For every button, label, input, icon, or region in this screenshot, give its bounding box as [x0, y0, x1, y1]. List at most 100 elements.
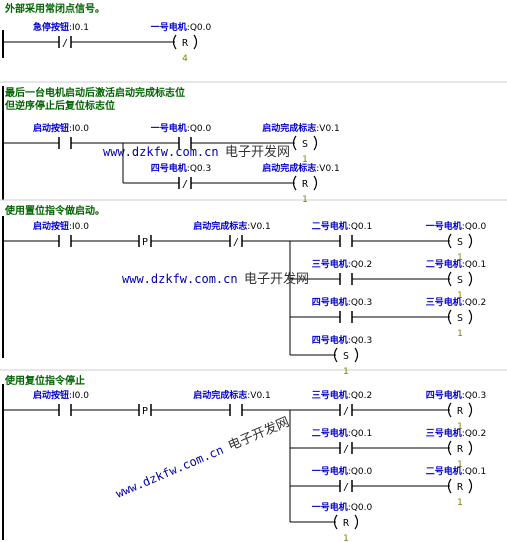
element-label: 启动完成标志:V0.1	[193, 389, 271, 401]
symbol-name: 四号电机	[151, 162, 187, 174]
operand-address: :Q0.0	[187, 23, 212, 33]
coil-paren-right	[468, 233, 473, 249]
coil-paren-right	[468, 271, 473, 287]
n2-m4-element[interactable]: 四号电机:Q0.3/	[151, 162, 211, 190]
n4-start-element[interactable]: 启动按钮:I0.0	[33, 389, 89, 416]
n2-flag-reset-element[interactable]: 启动完成标志:V0.1R1	[262, 162, 340, 205]
n3-m4c-element[interactable]: 四号电机:Q0.3	[312, 296, 372, 323]
watermark-url: www.dzkfw.com.cn	[114, 443, 226, 501]
symbol-name: 一号电机	[151, 21, 187, 33]
positive-edge-icon: P	[142, 237, 148, 248]
element-label: 四号电机:Q0.3	[151, 162, 211, 174]
n1-estop-element[interactable]: 急停按钮:I0.1/	[33, 21, 89, 49]
symbol-name: 启动完成标志	[262, 162, 316, 174]
element-label: 四号电机:Q0.3	[426, 389, 486, 401]
symbol-name: 二号电机	[312, 220, 348, 232]
n3-m2c-element[interactable]: 二号电机:Q0.1	[312, 220, 372, 247]
coil-paren-left	[447, 233, 452, 249]
symbol-name: 一号电机	[312, 501, 348, 513]
n4-m3r-element[interactable]: 三号电机:Q0.2R1	[426, 427, 486, 470]
element-label: 三号电机:Q0.2	[312, 258, 372, 270]
symbol-name: 一号电机	[151, 122, 187, 134]
n2-start-element[interactable]: 启动按钮:I0.0	[33, 122, 89, 149]
n2-m1-element[interactable]: 一号电机:Q0.0	[151, 122, 212, 149]
coil-count-param: 4	[182, 54, 188, 64]
operand-address: :Q0.2	[348, 260, 372, 270]
watermark-name: 电子开发网	[226, 414, 292, 454]
n3-p-element[interactable]: P	[138, 235, 152, 248]
n2-flag-set-element[interactable]: 启动完成标志:V0.1S1	[262, 122, 340, 165]
coil-paren-left	[172, 34, 177, 50]
watermark-url: www.dzkfw.com.cn	[103, 145, 219, 159]
set-coil-icon: S	[457, 313, 463, 324]
element-label: 一号电机:Q0.0	[312, 501, 373, 513]
n4-m3c-element[interactable]: 三号电机:Q0.2/	[312, 389, 372, 417]
n4-m2c-element[interactable]: 二号电机:Q0.1/	[312, 427, 372, 455]
n3-m3c-element[interactable]: 三号电机:Q0.2	[312, 258, 372, 285]
symbol-name: 一号电机	[312, 465, 348, 477]
n3-flag-element[interactable]: 启动完成标志:V0.1 /	[193, 220, 271, 248]
element-label: 二号电机:Q0.1	[312, 220, 372, 232]
normally-closed-slash-icon: /	[62, 38, 68, 49]
element-label: 三号电机:Q0.2	[426, 427, 486, 439]
coil-paren-right	[468, 309, 473, 325]
symbol-name: 启动按钮	[33, 220, 69, 232]
symbol-name: 启动完成标志	[193, 389, 247, 401]
symbol-name: 急停按钮	[33, 21, 69, 33]
element-label: 启动完成标志:V0.1	[262, 122, 340, 134]
n1-m1-element[interactable]: 一号电机:Q0.0R 4	[151, 21, 212, 64]
element-label: 二号电机:Q0.1	[426, 258, 486, 270]
coil-count-param: 1	[302, 195, 308, 205]
operand-address: :Q0.3	[348, 298, 372, 308]
n3-start-element[interactable]: 启动按钮:I0.0	[33, 220, 89, 247]
symbol-name: 四号电机	[426, 389, 462, 401]
reset-coil-icon: R	[182, 38, 189, 49]
coil-paren-right	[468, 402, 473, 418]
symbol-name: 二号电机	[312, 427, 348, 439]
coil-paren-right	[468, 440, 473, 456]
coil-count-param: 1	[457, 460, 463, 470]
n3-m1s-element[interactable]: 一号电机:Q0.0S1	[426, 220, 487, 263]
coil-count-param: 1	[457, 422, 463, 432]
n3-m3s-element[interactable]: 三号电机:Q0.2S1	[426, 296, 486, 339]
n4-m1r-element[interactable]: 一号电机:Q0.0R1	[312, 501, 373, 542]
watermark-name: 电子开发网	[225, 144, 290, 160]
symbol-name: 四号电机	[312, 296, 348, 308]
network-comment: 最后一台电机启动后激活启动完成标志位	[5, 86, 185, 99]
symbol-name: 启动按钮	[33, 389, 69, 401]
coil-paren-right	[354, 347, 359, 363]
element-label: 一号电机:Q0.0	[312, 465, 373, 477]
symbol-name: 启动按钮	[33, 122, 69, 134]
n4-flag-element[interactable]: 启动完成标志:V0.1	[193, 389, 271, 416]
symbol-name: 三号电机	[426, 427, 462, 439]
symbol-name: 二号电机	[426, 258, 462, 270]
element-label: 启动按钮:I0.0	[33, 220, 89, 232]
n4-p-element[interactable]: P	[138, 404, 152, 417]
symbol-name: 启动完成标志	[262, 122, 316, 134]
n3-m4s-element[interactable]: 四号电机:Q0.3S1	[312, 334, 372, 377]
symbol-name: 三号电机	[312, 389, 348, 401]
element-label: 三号电机:Q0.2	[312, 389, 372, 401]
watermark-url: www.dzkfw.com.cn	[122, 272, 238, 286]
watermark: www.dzkfw.com.cn 电子开发网	[103, 144, 290, 160]
element-label: 启动完成标志:V0.1	[262, 162, 340, 174]
set-coil-icon: S	[302, 139, 308, 150]
n4-m1c-element[interactable]: 一号电机:Q0.0/	[312, 465, 373, 493]
operand-address: :Q0.2	[348, 391, 372, 401]
operand-address: :I0.0	[69, 124, 89, 134]
normally-closed-slash-icon: /	[233, 237, 239, 248]
operand-address: :I0.1	[69, 23, 89, 33]
operand-address: :I0.0	[69, 222, 89, 232]
coil-paren-left	[447, 440, 452, 456]
element-label: 启动完成标志:V0.1	[193, 220, 271, 232]
operand-address: :Q0.1	[348, 222, 372, 232]
network-comment: 但逆序停止后复位标志位	[4, 99, 115, 112]
n4-m4r-element[interactable]: 四号电机:Q0.3R1	[426, 389, 486, 432]
n3-m2s-element[interactable]: 二号电机:Q0.1S1	[426, 258, 486, 301]
network-comment: 使用置位指令做启动。	[4, 204, 105, 217]
operand-address: :Q0.3	[348, 336, 372, 346]
symbol-name: 启动完成标志	[193, 220, 247, 232]
coil-paren-left	[333, 514, 338, 530]
n4-m2r-element[interactable]: 二号电机:Q0.1R1	[426, 465, 486, 508]
